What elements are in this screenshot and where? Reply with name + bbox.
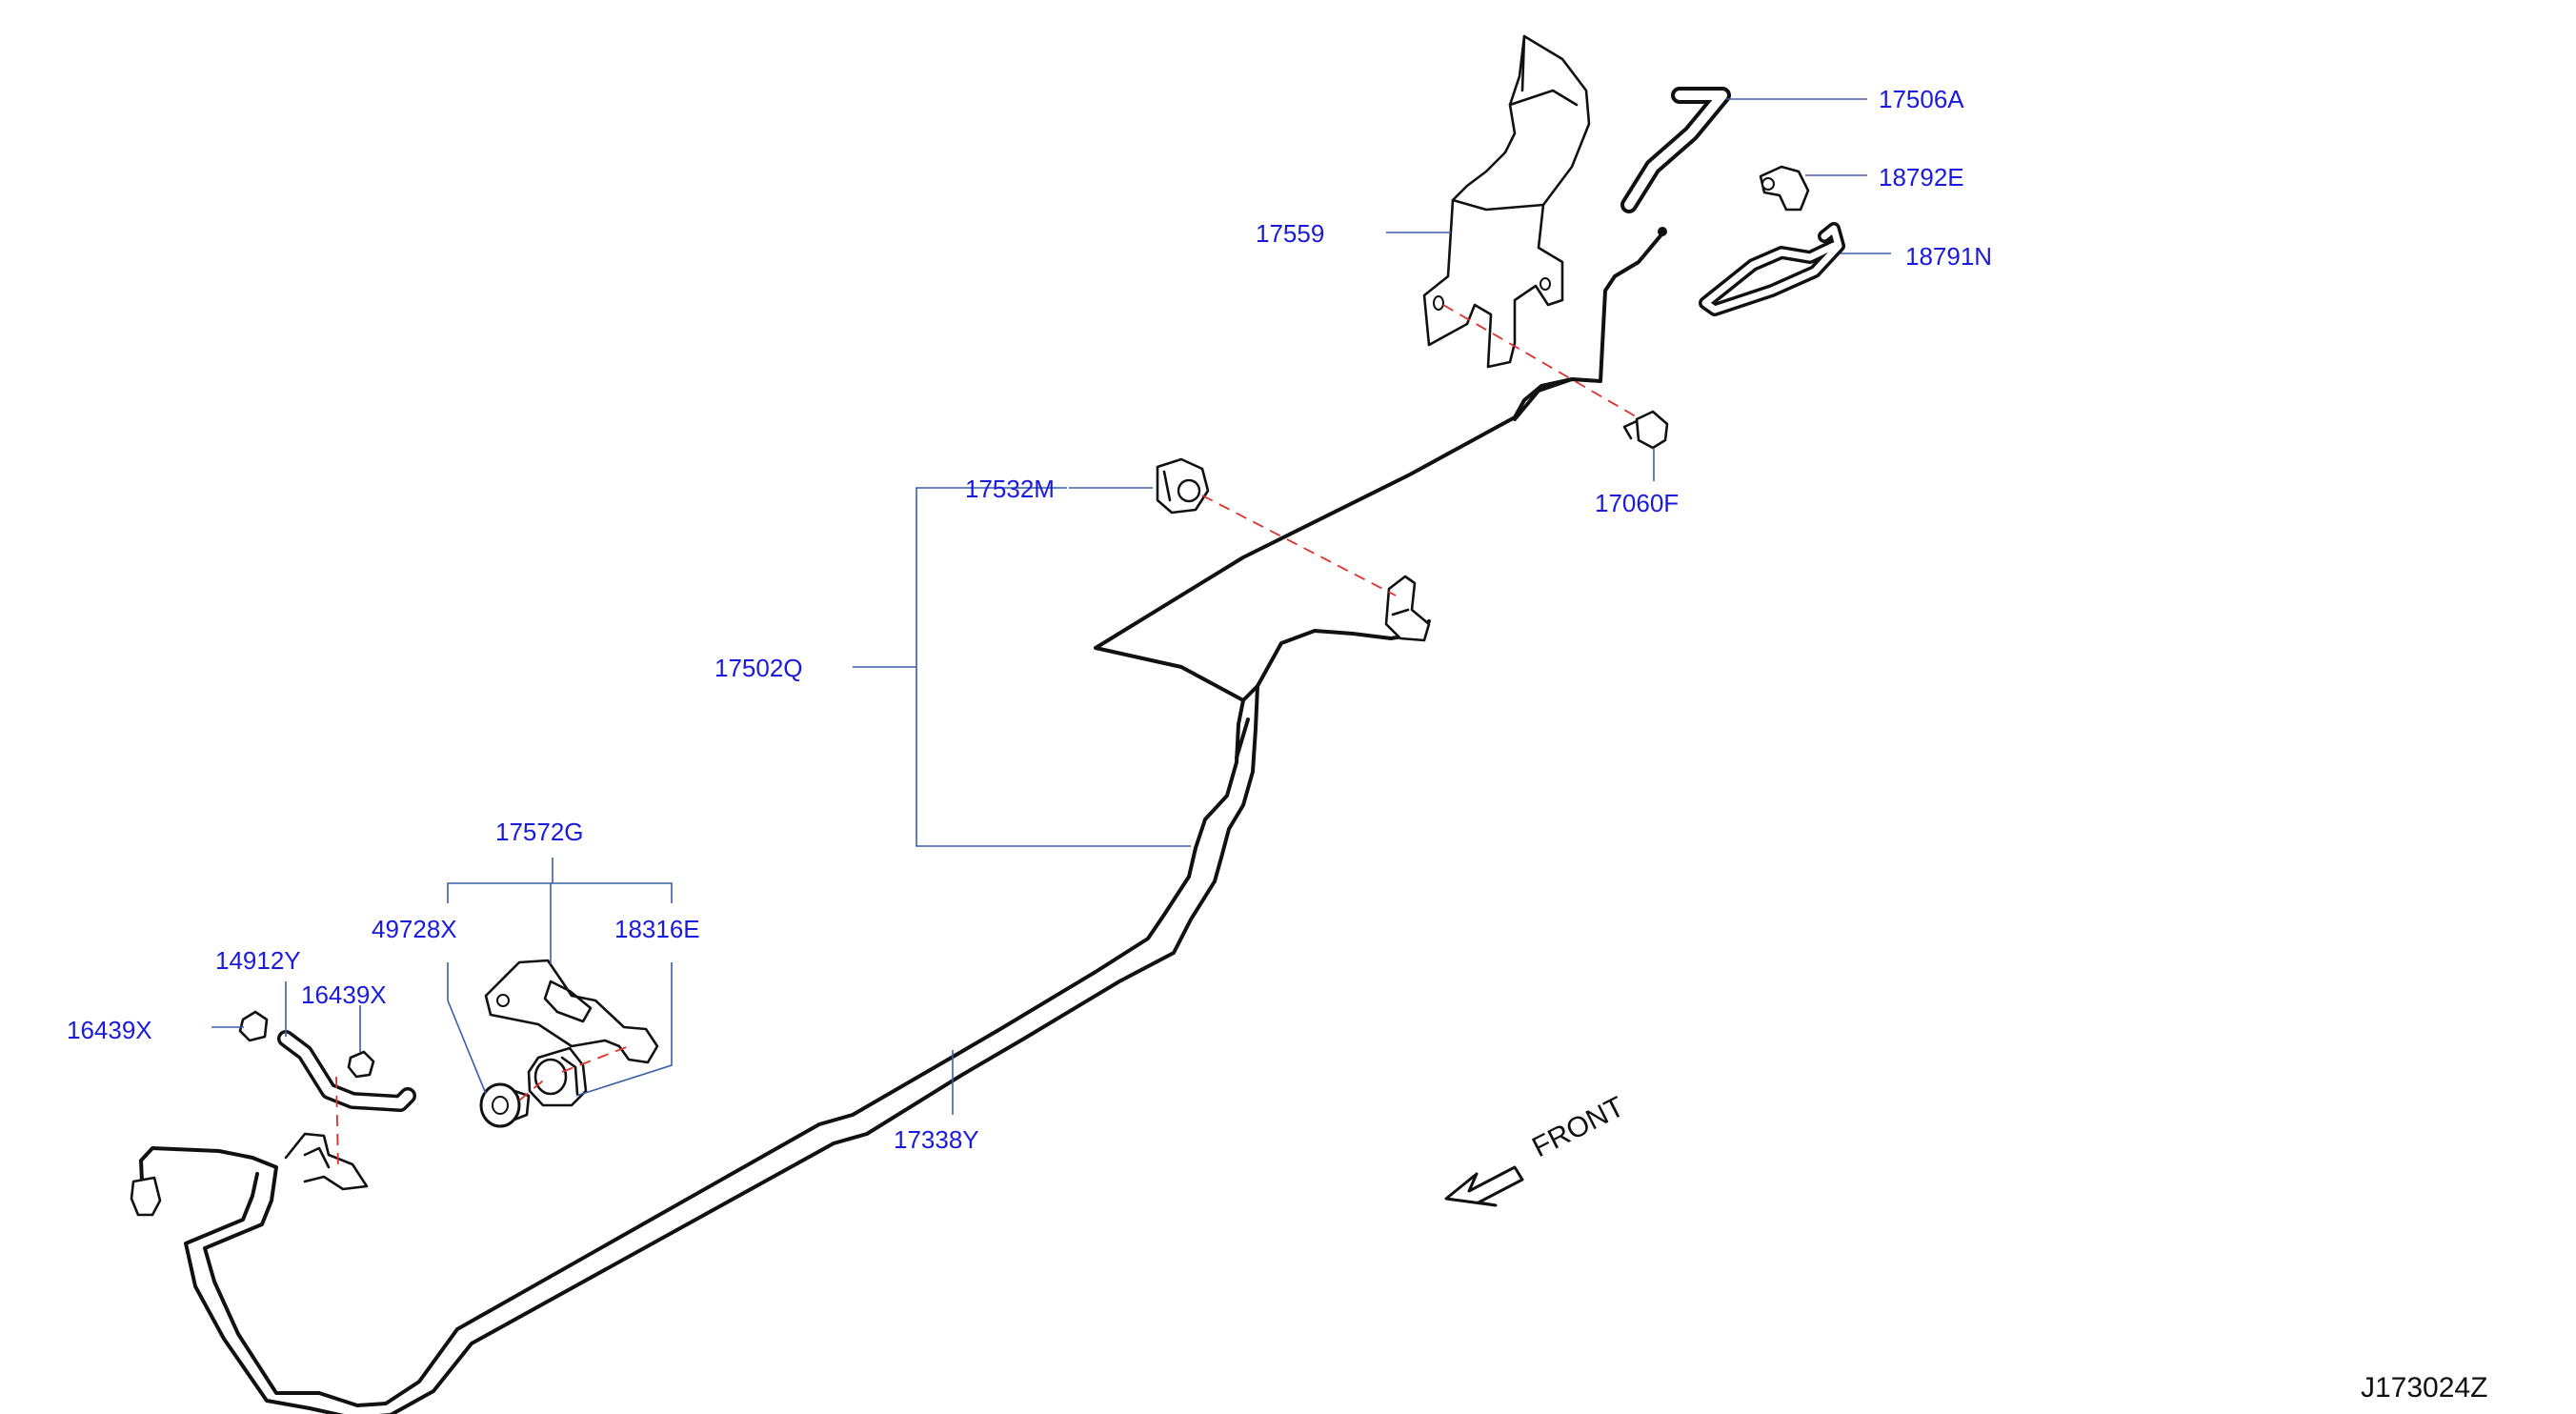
label-16439X-left[interactable]: 16439X [67,1016,152,1044]
label-17060F[interactable]: 17060F [1595,489,1679,517]
front-direction-arrow: FRONT [1444,1091,1629,1207]
leader-lines [211,98,1891,1115]
label-18791N[interactable]: 18791N [1905,242,1992,271]
alignment-guides [335,304,1641,1173]
label-49728X[interactable]: 49728X [372,915,457,943]
connector-part-18792E[interactable] [1759,165,1810,212]
label-18316E[interactable]: 18316E [614,915,700,943]
clip-part-17060F[interactable] [1622,410,1669,450]
tube-part-17338Y[interactable] [130,875,1217,1414]
hose-part-17506A[interactable] [1620,87,1731,236]
bracket-part-17572G[interactable] [484,959,659,1064]
heat-shield-part-17559[interactable] [1422,34,1591,369]
clamp-part-17532M[interactable] [1156,457,1210,515]
tube-assembly-part-17502Q[interactable] [1094,232,1664,883]
label-17506A[interactable]: 17506A [1879,85,1964,113]
grommet-part-49728X[interactable] [479,1082,531,1128]
label-17572G[interactable]: 17572G [495,818,584,846]
part-number-labels: 17506A 18792E 18791N 17559 17060F 17532M… [67,85,1992,1154]
hose-part-14912Y[interactable] [277,1030,416,1112]
front-label: FRONT [1527,1091,1629,1163]
label-17502Q[interactable]: 17502Q [714,654,803,682]
label-18792E[interactable]: 18792E [1879,163,1964,192]
clamp-part-16439X-right[interactable] [347,1050,375,1079]
label-17559[interactable]: 17559 [1256,219,1324,248]
label-14912Y[interactable]: 14912Y [215,946,301,975]
label-17532M[interactable]: 17532M [965,475,1055,503]
hose-part-18791N[interactable] [1699,222,1845,316]
grommet-part-18316E[interactable] [527,1046,588,1107]
label-16439X-right[interactable]: 16439X [301,980,387,1009]
label-17338Y[interactable]: 17338Y [894,1125,979,1154]
clamp-part-16439X-left[interactable] [238,1010,269,1042]
diagram-id-code: J173024Z [2361,1372,2487,1404]
